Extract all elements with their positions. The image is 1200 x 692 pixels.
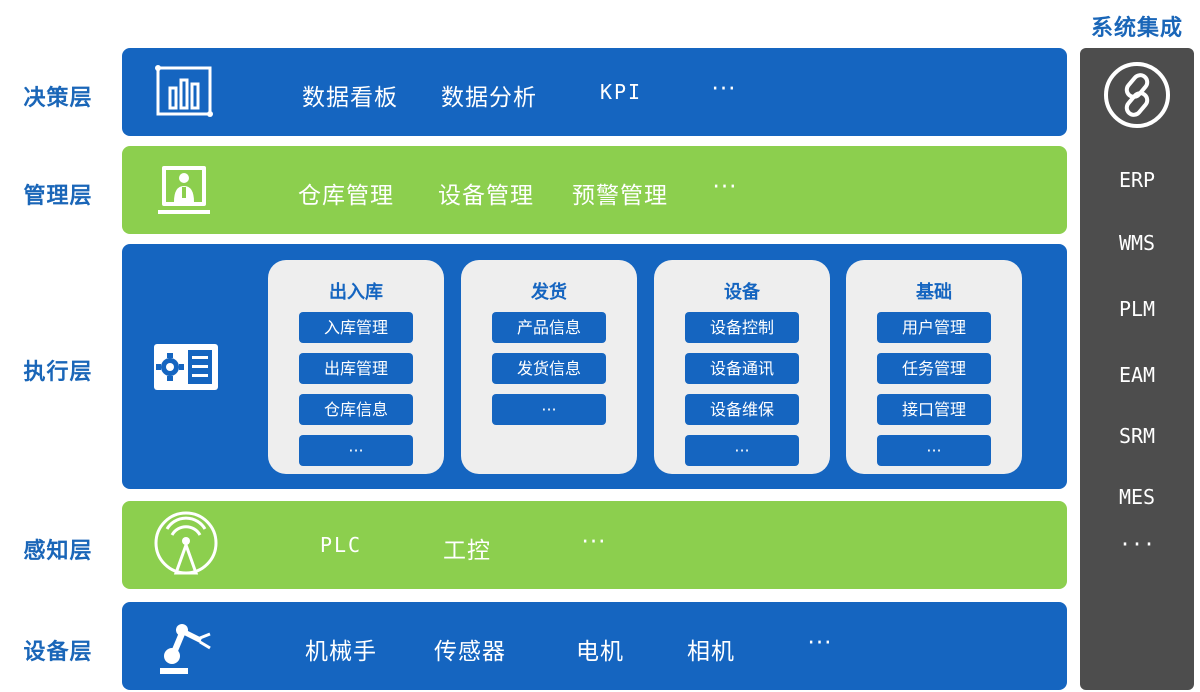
module-chip: ···	[877, 435, 991, 466]
module-chip: ···	[685, 435, 799, 466]
management-item: 仓库管理	[298, 183, 394, 209]
system-erp: ERP	[1118, 168, 1156, 192]
module-chip: 入库管理	[299, 312, 413, 343]
execution-group-equipment: 设备 设备控制 设备通讯 设备维保 ···	[654, 260, 830, 474]
decision-item: 数据看板	[302, 85, 398, 111]
decision-item: KPI	[599, 80, 643, 104]
presenter-icon	[158, 166, 210, 214]
equipment-item: 传感器	[434, 639, 506, 665]
signal-tower-icon	[154, 511, 218, 575]
equipment-band: 机械手 传感器 电机 相机 ···	[122, 602, 1067, 690]
system-mes: MES	[1118, 485, 1156, 509]
layer-label-management: 管理层	[23, 184, 93, 209]
management-item: 预警管理	[572, 183, 668, 209]
decision-item: ···	[711, 76, 737, 102]
system-wms: WMS	[1118, 231, 1156, 255]
execution-group-shipping: 发货 产品信息 发货信息 ···	[461, 260, 637, 474]
equipment-item: 相机	[687, 639, 735, 665]
equipment-item: 机械手	[305, 639, 377, 665]
settings-panel-icon	[154, 344, 218, 390]
system-plm: PLM	[1118, 297, 1156, 321]
module-chip: 设备控制	[685, 312, 799, 343]
module-chip: ···	[492, 394, 606, 425]
module-chip: 设备通讯	[685, 353, 799, 384]
layer-label-decision: 决策层	[23, 86, 93, 111]
management-item: ···	[712, 174, 738, 200]
perception-item: ···	[581, 529, 607, 555]
decision-item: 数据分析	[441, 85, 537, 111]
system-eam: EAM	[1118, 363, 1156, 387]
system-srm: SRM	[1118, 424, 1156, 448]
execution-group-basic: 基础 用户管理 任务管理 接口管理 ···	[846, 260, 1022, 474]
module-chip: 出库管理	[299, 353, 413, 384]
layer-label-equipment: 设备层	[23, 640, 93, 665]
module-chip: 任务管理	[877, 353, 991, 384]
module-chip: 发货信息	[492, 353, 606, 384]
link-icon	[1104, 62, 1170, 128]
module-chip: 产品信息	[492, 312, 606, 343]
perception-item: 工控	[443, 538, 491, 564]
execution-band: 出入库 入库管理 出库管理 仓库信息 ··· 发货 产品信息 发货信息 ··· …	[122, 244, 1067, 489]
management-band: 仓库管理 设备管理 预警管理 ···	[122, 146, 1067, 234]
integration-title: 系统集成	[1090, 16, 1183, 41]
module-chip: 用户管理	[877, 312, 991, 343]
system-more: ···	[1118, 532, 1156, 556]
equipment-item: ···	[807, 630, 833, 656]
module-chip: 接口管理	[877, 394, 991, 425]
perception-item: PLC	[319, 533, 363, 557]
robot-arm-icon	[160, 624, 211, 674]
layer-label-execution: 执行层	[23, 360, 93, 385]
perception-band: PLC 工控 ···	[122, 501, 1067, 589]
bar-chart-icon	[155, 65, 213, 117]
group-title: 设备	[724, 282, 760, 303]
group-title: 基础	[916, 282, 952, 303]
module-chip: ···	[299, 435, 413, 466]
group-title: 出入库	[329, 282, 383, 303]
layer-label-perception: 感知层	[23, 539, 93, 564]
module-chip: 设备维保	[685, 394, 799, 425]
execution-group-inout: 出入库 入库管理 出库管理 仓库信息 ···	[268, 260, 444, 474]
integration-sidebar: ERP WMS PLM EAM SRM MES ···	[1080, 48, 1194, 690]
management-item: 设备管理	[438, 183, 534, 209]
decision-band: 数据看板 数据分析 KPI ···	[122, 48, 1067, 136]
equipment-item: 电机	[576, 639, 624, 665]
group-title: 发货	[531, 282, 567, 303]
module-chip: 仓库信息	[299, 394, 413, 425]
